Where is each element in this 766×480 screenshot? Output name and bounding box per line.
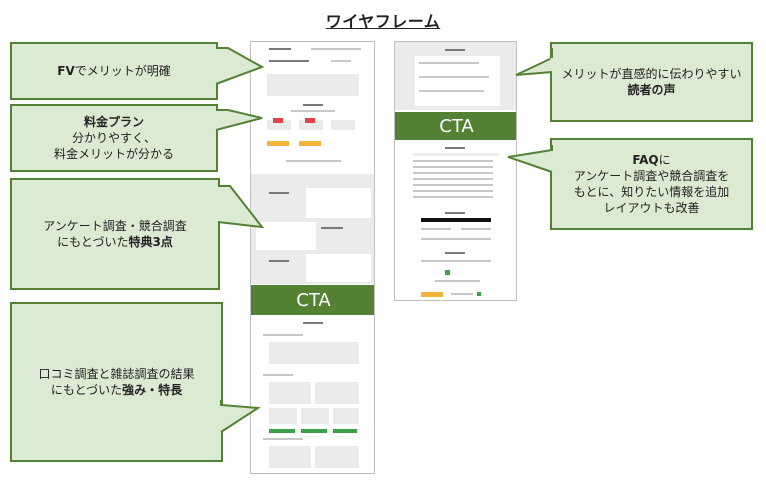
placeholder-text — [421, 238, 491, 240]
callout-perks: アンケート調査・競合調査 にもとづいた特典3点 — [10, 178, 220, 290]
footer-button — [421, 292, 443, 297]
plan-badge — [305, 118, 315, 123]
perk-image — [306, 254, 371, 282]
callout-voice-bold: 読者の声 — [627, 83, 676, 97]
placeholder-text — [321, 227, 343, 229]
cta-banner-right[interactable]: CTA — [395, 112, 516, 140]
callout-fv-bold: FV — [57, 64, 75, 78]
plan-card — [267, 120, 291, 130]
placeholder-text — [331, 60, 351, 62]
callout-tail-voice — [515, 48, 553, 76]
callout-perks-bold: 特典3点 — [128, 235, 173, 249]
strength-image — [269, 446, 311, 468]
faq-item — [413, 172, 493, 174]
green-icon — [445, 270, 450, 275]
faq-header — [413, 153, 499, 156]
callout-faq-suffix: に — [658, 153, 671, 167]
placeholder-text — [419, 90, 484, 92]
placeholder-text — [269, 60, 309, 62]
callout-faq-bold: FAQ — [632, 153, 659, 167]
placeholder-text — [311, 48, 361, 50]
green-label — [301, 429, 327, 433]
faq-item — [413, 178, 493, 180]
plan-button — [267, 141, 289, 146]
strength-image — [333, 408, 359, 424]
placeholder-text — [445, 252, 465, 254]
callout-strengths-line2: にもとづいた — [50, 383, 123, 397]
faq-item — [413, 184, 493, 186]
callout-perks-line1: アンケート調査・競合調査 — [43, 219, 187, 233]
green-label — [333, 429, 357, 433]
faq-item — [413, 190, 493, 192]
placeholder-text — [419, 76, 489, 78]
placeholder-text — [286, 160, 341, 162]
placeholder-text — [445, 147, 465, 149]
perk-image — [306, 188, 371, 218]
placeholder-text — [303, 322, 323, 324]
callout-fv-text: でメリットが明確 — [74, 64, 171, 78]
placeholder-text — [269, 192, 289, 194]
placeholder-text — [291, 110, 335, 112]
black-banner — [421, 218, 491, 222]
plan-card — [299, 120, 323, 130]
cta-banner-left[interactable]: CTA — [251, 285, 374, 315]
placeholder-text — [419, 62, 479, 64]
placeholder-text — [303, 104, 323, 106]
callout-perks-line2: にもとづいた — [57, 235, 129, 249]
perk-image — [256, 222, 316, 250]
callout-strengths-line1: 口コミ調査と雑誌調査の結果 — [38, 367, 195, 381]
plan-button — [299, 141, 321, 146]
placeholder-text — [461, 228, 491, 230]
strength-image — [301, 408, 329, 424]
placeholder-text — [269, 48, 291, 50]
callout-plan-title: 料金プラン — [83, 115, 144, 129]
placeholder-text — [435, 280, 480, 282]
callout-strengths-bold: 強み・特長 — [122, 383, 183, 397]
callout-faq-line4: レイアウトも改善 — [603, 201, 700, 215]
diagram-title: ワイヤフレーム — [325, 12, 441, 31]
strength-image — [269, 342, 359, 364]
plan-badge — [273, 118, 283, 123]
strength-image — [315, 446, 359, 468]
callout-faq: FAQに アンケート調査や競合調査を もとに、知りたい情報を追加 レイアウトも改… — [550, 138, 753, 230]
wireframe-page-right: CTA — [394, 41, 517, 301]
placeholder-text — [263, 374, 293, 376]
callout-faq-line2: アンケート調査や競合調査を — [573, 169, 730, 183]
placeholder-text — [263, 334, 303, 336]
callout-faq-line3: もとに、知りたい情報を追加 — [573, 185, 730, 199]
callout-plan-line3: 料金メリットが分かる — [53, 147, 174, 161]
placeholder-text — [269, 260, 289, 262]
placeholder-text — [421, 228, 451, 230]
callout-plan: 料金プラン 分かりやすく、 料金メリットが分かる — [10, 104, 218, 172]
green-icon — [477, 292, 481, 296]
faq-item — [413, 196, 493, 198]
faq-item — [413, 166, 493, 168]
strength-image — [315, 382, 359, 404]
callout-voice-line1: メリットが直感的に伝わりやすい — [561, 67, 742, 81]
placeholder-text — [263, 438, 303, 440]
strength-image — [269, 408, 297, 424]
voice-card — [415, 56, 500, 106]
placeholder-text — [421, 260, 491, 262]
callout-voice: メリットが直感的に伝わりやすい 読者の声 — [550, 42, 753, 122]
faq-item — [413, 160, 493, 162]
placeholder-text — [445, 49, 465, 51]
wireframe-page-left: CTA — [250, 41, 375, 474]
callout-fv: FVでメリットが明確 — [10, 42, 218, 100]
placeholder-text — [445, 212, 465, 214]
fv-image-placeholder — [267, 74, 359, 96]
placeholder-text — [451, 293, 473, 295]
plan-card — [331, 120, 355, 130]
strength-image — [269, 382, 311, 404]
green-label — [269, 429, 295, 433]
callout-plan-line2: 分かりやすく、 — [71, 131, 156, 145]
callout-strengths: 口コミ調査と雑誌調査の結果 にもとづいた強み・特長 — [10, 302, 223, 462]
